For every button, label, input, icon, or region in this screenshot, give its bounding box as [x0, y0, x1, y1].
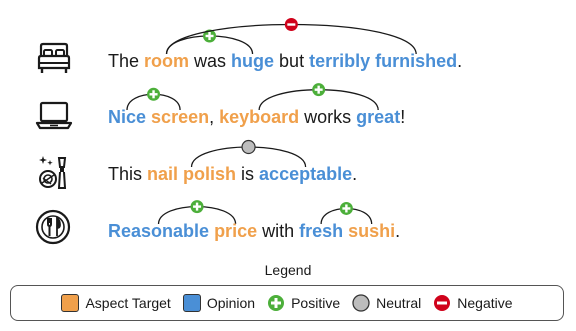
legend-label-neutral: Neutral — [376, 295, 422, 311]
plus-circle-icon — [268, 295, 285, 311]
positive-marker — [147, 87, 161, 101]
aspect-swatch — [61, 294, 80, 312]
opinion-term: Nice — [108, 107, 147, 127]
opinion-term: fresh — [299, 221, 344, 241]
aspect-term: nail polish — [147, 164, 237, 184]
restaurant-icon — [35, 209, 71, 245]
opinion-term: terribly — [309, 51, 371, 71]
sentence-4: Reasonable price with fresh sushi. — [108, 221, 400, 241]
legend-label-positive: Positive — [291, 295, 341, 311]
legend-label-aspect: Aspect Target — [85, 295, 171, 311]
negative-marker — [284, 18, 298, 32]
sentence-text: The — [108, 51, 145, 71]
legend-label-negative: Negative — [457, 295, 513, 311]
sentence-text: . — [352, 164, 358, 184]
sentence-text: but — [274, 51, 310, 71]
minus-circle-icon — [434, 295, 451, 311]
cosmetics-icon — [39, 156, 67, 189]
legend-title: Legend — [264, 262, 312, 278]
aspect-term: keyboard — [219, 107, 300, 127]
positive-marker — [203, 29, 217, 43]
positive-marker — [312, 83, 326, 97]
opinion-swatch — [182, 294, 201, 312]
sentence-1: The room was huge but terribly furnished… — [108, 51, 462, 71]
positive-marker — [190, 200, 204, 214]
opinion-term: Reasonable — [108, 221, 210, 241]
legend: Aspect Target Opinion Positive Neutral N… — [10, 285, 564, 321]
sentence-text: with — [257, 221, 300, 241]
sentence-text: was — [189, 51, 232, 71]
legend-item-neutral: Neutral — [352, 294, 421, 312]
sentence-text: , — [209, 107, 220, 127]
legend-item-aspect: Aspect Target — [61, 294, 171, 312]
neutral-circle-icon — [352, 294, 370, 312]
sentence-text: . — [395, 221, 401, 241]
sentence-text: ! — [400, 107, 406, 127]
legend-item-opinion: Opinion — [182, 294, 256, 312]
bed-icon — [37, 42, 71, 73]
sentence-3: This nail polish is acceptable. — [108, 164, 357, 184]
sentence-text: works — [299, 107, 357, 127]
positive-marker — [339, 201, 353, 215]
laptop-icon — [35, 101, 73, 130]
opinion-term: great — [356, 107, 401, 127]
sentence-text: This — [108, 164, 148, 184]
relation-arc — [165, 23, 417, 55]
sentence-text: . — [457, 51, 463, 71]
opinion-term: furnished — [375, 51, 458, 71]
legend-item-negative: Negative — [433, 294, 513, 312]
sentence-text: is — [236, 164, 260, 184]
opinion-term: acceptable — [259, 164, 353, 184]
sentence-2: Nice screen, keyboard works great! — [108, 107, 405, 127]
aspect-term: screen — [151, 107, 210, 127]
aspect-term: room — [144, 51, 190, 71]
aspect-term: price — [214, 221, 258, 241]
opinion-term: huge — [231, 51, 275, 71]
neutral-marker — [241, 139, 256, 155]
aspect-term: sushi — [348, 221, 396, 241]
legend-item-positive: Positive — [267, 294, 340, 312]
legend-label-opinion: Opinion — [206, 295, 256, 311]
